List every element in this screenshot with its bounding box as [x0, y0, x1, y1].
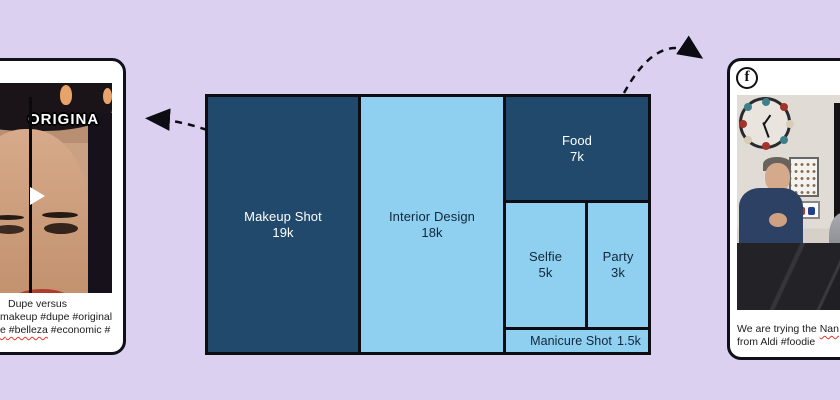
eye-shape: [44, 223, 78, 234]
right-post-caption-line2: from Aldi #foodie: [737, 336, 816, 348]
treemap-cell-manicure-shot[interactable]: Manicure Shot 1.5k: [506, 330, 648, 352]
person-shape: [765, 163, 790, 192]
table-shape: [737, 243, 840, 310]
dashed-arrow-right-icon: [622, 35, 704, 94]
cell-label: Party 3k: [602, 249, 634, 280]
left-post-caption-line3: e #belleza #economic #: [0, 324, 111, 336]
eyebrow-shape: [42, 212, 78, 218]
nail-graphic: [60, 85, 72, 105]
facebook-icon: f: [736, 67, 758, 89]
dashed-arrow-left-icon: [145, 108, 208, 132]
treemap-cell-food[interactable]: Food 7k: [506, 97, 648, 200]
person-shape: [769, 213, 787, 227]
left-post-thumbnail: E ORIGINA: [0, 83, 112, 293]
cell-value: 3k: [611, 265, 625, 280]
treemap-chart: Makeup Shot 19k Interior Design 18k Food…: [205, 94, 651, 355]
cell-value: 19k: [272, 224, 294, 240]
cell-label: Interior Design 18k: [388, 208, 476, 240]
lips-shape: [10, 289, 74, 293]
picture-frame: [834, 103, 840, 221]
left-post-caption-line1: Dupe versus: [8, 298, 67, 310]
left-post-card[interactable]: E ORIGINA Dupe versus makeup #dupe #orig…: [0, 58, 126, 355]
nail-graphic: [103, 88, 112, 104]
wall-clock-shape: [739, 97, 794, 150]
right-post-card[interactable]: f: [727, 58, 840, 360]
cell-value: 7k: [570, 148, 584, 164]
right-post-thumbnail: [737, 95, 840, 310]
face-shape: [0, 129, 88, 293]
video-overlay-text: E ORIGINA: [28, 111, 100, 128]
cell-value: 5k: [538, 265, 553, 280]
cell-value: 1.5k: [616, 334, 641, 348]
treemap-cell-party[interactable]: Party 3k: [588, 203, 648, 327]
play-icon[interactable]: [30, 187, 45, 205]
cell-label: Makeup Shot 19k: [244, 208, 322, 240]
cell-value: 18k: [421, 224, 443, 240]
right-post-caption-line1: We are trying the Nan: [737, 323, 839, 335]
hair-shape: [88, 113, 112, 293]
eyebrow-shape: [0, 215, 24, 220]
treemap-cell-makeup-shot[interactable]: Makeup Shot 19k: [208, 97, 358, 352]
treemap-cell-interior-design[interactable]: Interior Design 18k: [361, 97, 503, 352]
cell-label: Manicure Shot: [530, 334, 612, 348]
eye-shape: [0, 225, 24, 234]
statue-shape: [829, 213, 840, 263]
cell-label: Selfie 5k: [528, 249, 563, 280]
cell-label: Food 7k: [561, 132, 593, 164]
treemap-cell-selfie[interactable]: Selfie 5k: [506, 203, 585, 327]
left-post-caption-line2: makeup #dupe #original: [0, 311, 113, 323]
